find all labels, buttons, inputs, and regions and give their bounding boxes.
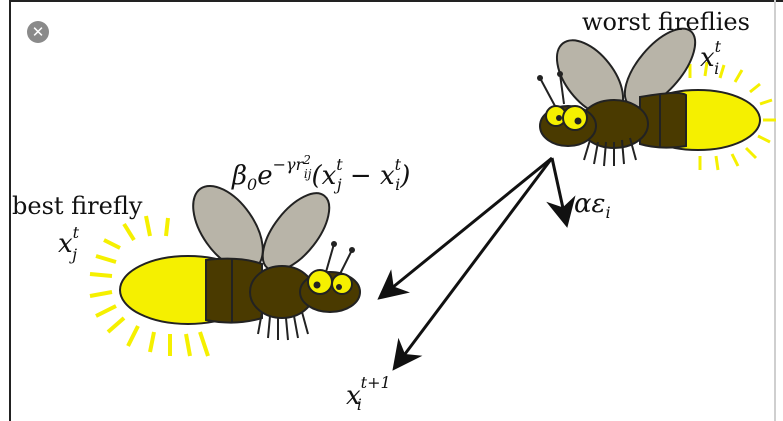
close-icon: ✕ (31, 23, 45, 41)
update-arrow (392, 157, 554, 371)
frame-left-border (9, 0, 11, 421)
attraction-arrow (377, 156, 553, 300)
worst-glow-rays (688, 61, 776, 171)
best-glow-rays (89, 215, 210, 357)
worst-firefly-icon (537, 27, 776, 171)
best-firefly-icon (89, 184, 361, 357)
movement-arrows (377, 156, 576, 371)
frame-top-border (9, 0, 783, 2)
best-firefly-label: best firefly (12, 192, 143, 220)
frame-right-border (774, 0, 776, 421)
close-button[interactable]: ✕ (27, 21, 49, 43)
worst-fireflies-label: worst fireflies (582, 8, 750, 36)
random-step-label: αεi (574, 189, 611, 222)
random-step-arrow (546, 157, 576, 228)
